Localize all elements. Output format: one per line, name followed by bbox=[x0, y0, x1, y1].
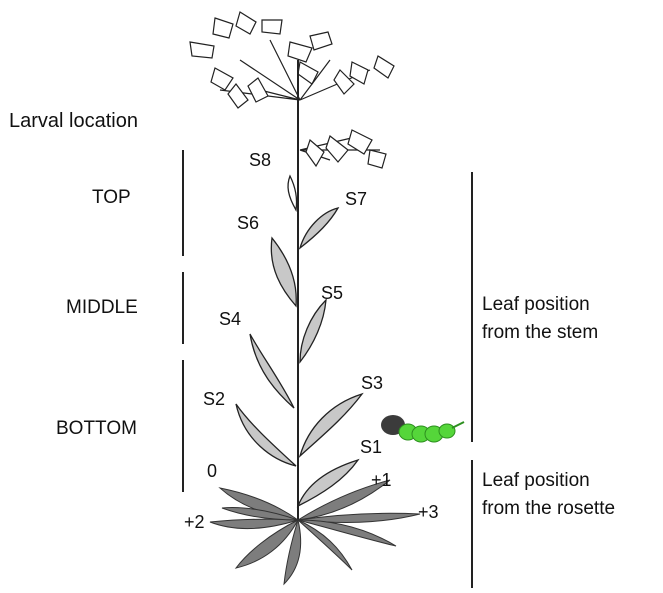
leaf-label-s7: S7 bbox=[345, 190, 367, 208]
rosette-label-plus3: +3 bbox=[418, 503, 439, 521]
stem-label-line2: from the stem bbox=[482, 319, 663, 347]
rosette-label-plus2: +2 bbox=[184, 513, 205, 531]
larval-location-title: Larval location bbox=[9, 111, 138, 131]
stem-label-line1: Leaf position bbox=[482, 291, 663, 319]
region-bottom-label: BOTTOM bbox=[56, 419, 137, 438]
rosette-label-line1: Leaf position bbox=[482, 467, 663, 495]
leaf-label-s1: S1 bbox=[360, 438, 382, 456]
leaf-position-stem-label: Leaf position from the stem bbox=[482, 291, 663, 347]
leaf-label-s8: S8 bbox=[249, 151, 271, 169]
leaf-position-rosette-label: Leaf position from the rosette bbox=[482, 467, 663, 523]
leaf-label-s4: S4 bbox=[219, 310, 241, 328]
rosette-label-plus1: +1 bbox=[371, 471, 392, 489]
rosette-label-0: 0 bbox=[207, 462, 217, 480]
leaf-label-s2: S2 bbox=[203, 390, 225, 408]
leaf-label-s6: S6 bbox=[237, 214, 259, 232]
rosette-label-line2: from the rosette bbox=[482, 495, 663, 523]
leaf-label-s5: S5 bbox=[321, 284, 343, 302]
leaf-label-s3: S3 bbox=[361, 374, 383, 392]
region-top-label: TOP bbox=[92, 188, 131, 207]
region-middle-label: MIDDLE bbox=[66, 298, 138, 317]
flower-cluster bbox=[190, 12, 394, 108]
lower-flowers bbox=[300, 130, 386, 168]
caterpillar-icon bbox=[381, 415, 464, 442]
